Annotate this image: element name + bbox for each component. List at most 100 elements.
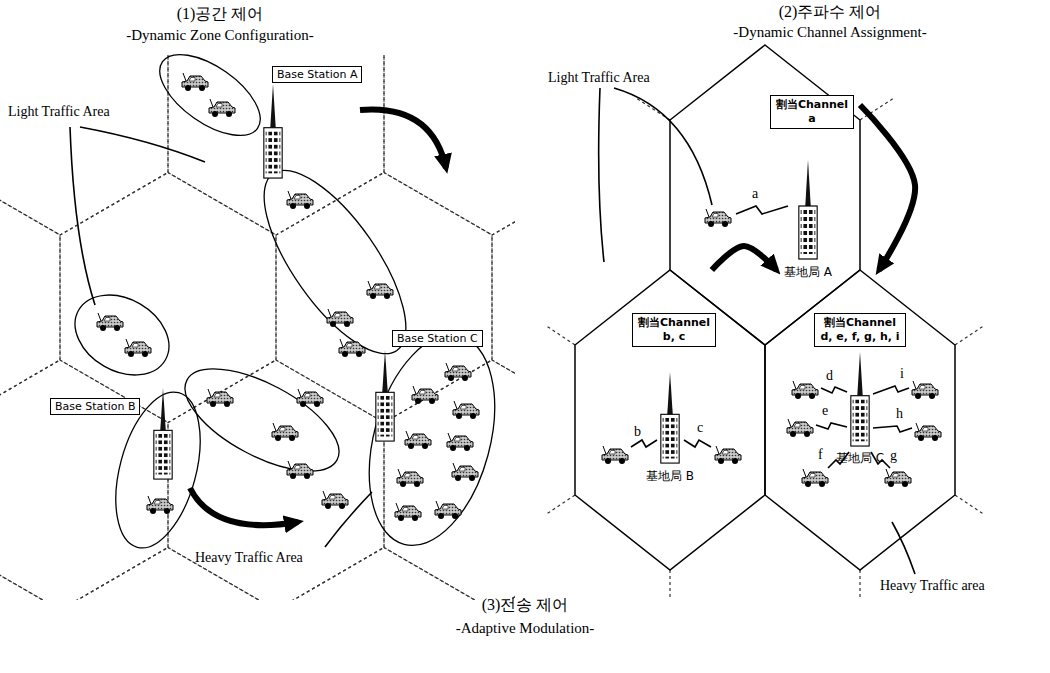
zone-ellipse bbox=[61, 279, 184, 391]
base-station-tower bbox=[661, 372, 679, 463]
reassign-arrow bbox=[712, 246, 777, 270]
panel-heading: -Adaptive Modulation- bbox=[456, 620, 595, 637]
leader-line bbox=[325, 492, 372, 547]
car bbox=[147, 496, 173, 514]
cell-hexagon-dashed bbox=[492, 173, 515, 423]
channel-letter: i bbox=[900, 366, 904, 382]
hexagon-outline bbox=[765, 270, 955, 570]
cell-hexagon: 基地局 B 割当Channel b, c bbox=[575, 270, 765, 570]
station-label-text: Base Station B bbox=[55, 400, 135, 413]
cell-hexagon-dashed bbox=[0, 55, 168, 235]
cell-hexagon-dashed bbox=[168, 55, 384, 235]
car bbox=[367, 281, 393, 299]
base-station-name: 基地局 A bbox=[784, 264, 832, 281]
base-station-name: 基地局 C bbox=[836, 450, 884, 467]
radio-link bbox=[631, 206, 912, 468]
area-label: Heavy Traffic Area bbox=[195, 550, 303, 566]
channel-letter: h bbox=[896, 406, 903, 422]
panel-heading: (2)주파수 제어 bbox=[779, 3, 882, 21]
channel-text: 割当Channel a bbox=[774, 98, 850, 126]
shift-arrow bbox=[190, 488, 298, 525]
car bbox=[447, 433, 473, 451]
cell-hexagon-dashed bbox=[0, 548, 60, 601]
panel-heading: -Dynamic Zone Configuration- bbox=[126, 27, 313, 44]
zone-ellipse bbox=[146, 39, 273, 151]
car bbox=[287, 461, 313, 479]
hexagon-outline bbox=[670, 45, 860, 345]
channel-letter: c bbox=[697, 420, 703, 436]
channel-letter: f bbox=[818, 447, 823, 463]
channel-letter: d bbox=[826, 368, 833, 384]
car bbox=[412, 386, 438, 404]
car bbox=[915, 423, 941, 441]
base-station-label: Base Station B bbox=[50, 398, 140, 415]
base-station-name: 基地局 B bbox=[646, 468, 694, 485]
panel-heading: (3)전송 제어 bbox=[482, 596, 569, 614]
base-station-tower bbox=[799, 160, 817, 259]
base-station-tower bbox=[851, 352, 869, 446]
area-label: Light Traffic Area bbox=[8, 104, 110, 120]
cell-hexagon-dashed bbox=[0, 360, 168, 600]
channel-letter: e bbox=[822, 403, 828, 419]
cell-grid bbox=[0, 55, 515, 600]
car bbox=[885, 469, 911, 487]
hexagon-outline bbox=[670, 45, 860, 345]
zone-ellipse bbox=[348, 321, 516, 560]
shift-arrow bbox=[360, 109, 446, 168]
car bbox=[125, 339, 151, 357]
cell-extension-lines bbox=[545, 98, 985, 600]
car bbox=[802, 469, 828, 487]
cell-hexagon: 基地局 A 割当Channel a bbox=[670, 45, 860, 345]
car bbox=[792, 381, 818, 399]
base-station-label: Base Station C bbox=[392, 330, 483, 347]
car bbox=[602, 446, 628, 464]
car bbox=[453, 401, 479, 419]
car bbox=[209, 99, 235, 117]
car bbox=[452, 463, 478, 481]
leader-line bbox=[599, 88, 604, 262]
base-station-tower bbox=[154, 388, 172, 479]
hexagon-outline bbox=[575, 270, 765, 570]
car bbox=[272, 423, 298, 441]
cell-hexagon-dashed bbox=[0, 173, 60, 423]
channel-text: 割当Channel b, c bbox=[636, 316, 712, 344]
cell-hexagon-dashed bbox=[168, 360, 384, 600]
car bbox=[297, 389, 323, 407]
cell-hexagon-dashed bbox=[384, 55, 515, 235]
car bbox=[97, 313, 123, 331]
car bbox=[287, 191, 313, 209]
car bbox=[912, 381, 938, 399]
base-station-tower bbox=[264, 84, 282, 178]
car bbox=[435, 501, 461, 519]
channel-box: 割当Channel a bbox=[770, 95, 854, 129]
station-label-text: Base Station C bbox=[397, 332, 478, 345]
car bbox=[322, 491, 348, 509]
area-label: Heavy Traffic area bbox=[880, 578, 985, 594]
station-label-text: Base Station A bbox=[277, 68, 357, 81]
panel-heading: -Dynamic Channel Assignment- bbox=[733, 24, 926, 41]
channel-letter: a bbox=[752, 186, 758, 202]
car bbox=[787, 419, 813, 437]
car bbox=[339, 339, 365, 357]
car bbox=[397, 469, 423, 487]
reassign-arrow bbox=[860, 105, 915, 270]
panel-heading: (1)공간 제어 bbox=[177, 5, 264, 23]
zone-ellipse bbox=[170, 348, 354, 491]
car bbox=[445, 363, 471, 381]
leader-line bbox=[70, 127, 95, 305]
car bbox=[327, 309, 353, 327]
car bbox=[715, 446, 741, 464]
cell-hexagon-dashed bbox=[384, 360, 515, 600]
leader-line bbox=[614, 88, 712, 205]
cell-hexagon-dashed bbox=[276, 548, 492, 601]
car bbox=[207, 389, 233, 407]
base-station-label: Base Station A bbox=[272, 66, 362, 83]
channel-box: 割当Channel d, e, f, g, h, i bbox=[814, 313, 906, 347]
car bbox=[182, 73, 208, 91]
channel-letter: b bbox=[634, 424, 641, 440]
area-label: Light Traffic Area bbox=[548, 70, 650, 86]
channel-letter: g bbox=[890, 448, 897, 464]
base-station-tower bbox=[376, 350, 394, 441]
channel-box: 割当Channel b, c bbox=[632, 313, 716, 347]
